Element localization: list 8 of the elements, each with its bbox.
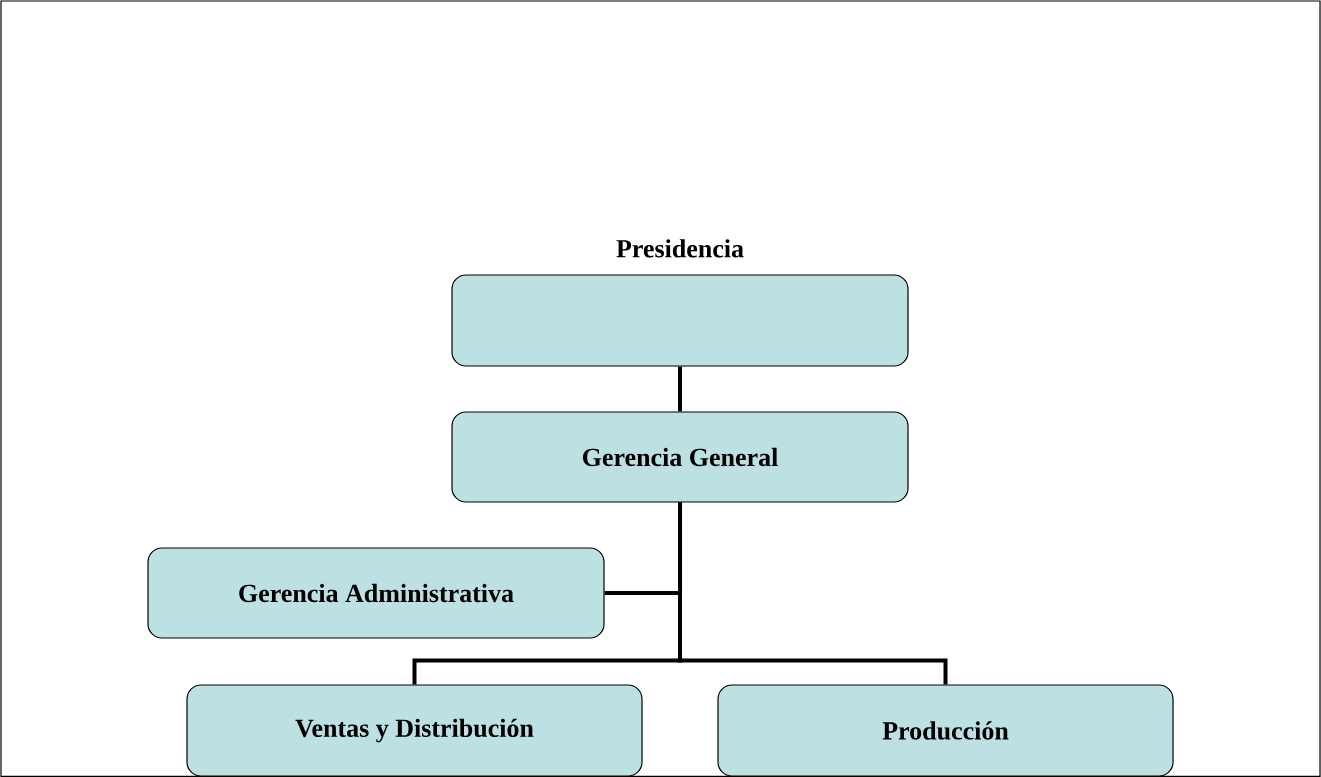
node-label: Presidencia [616, 239, 744, 258]
org-box: Ventas y Distribución [186, 684, 643, 777]
org-box: Gerencia General [451, 411, 909, 503]
connector-line [678, 366, 682, 412]
connector-line [678, 502, 948, 685]
org-box: Producción [717, 684, 1174, 777]
org-box: Gerencia Administrativa [147, 547, 605, 639]
org-box: Presidencia [451, 239, 909, 367]
